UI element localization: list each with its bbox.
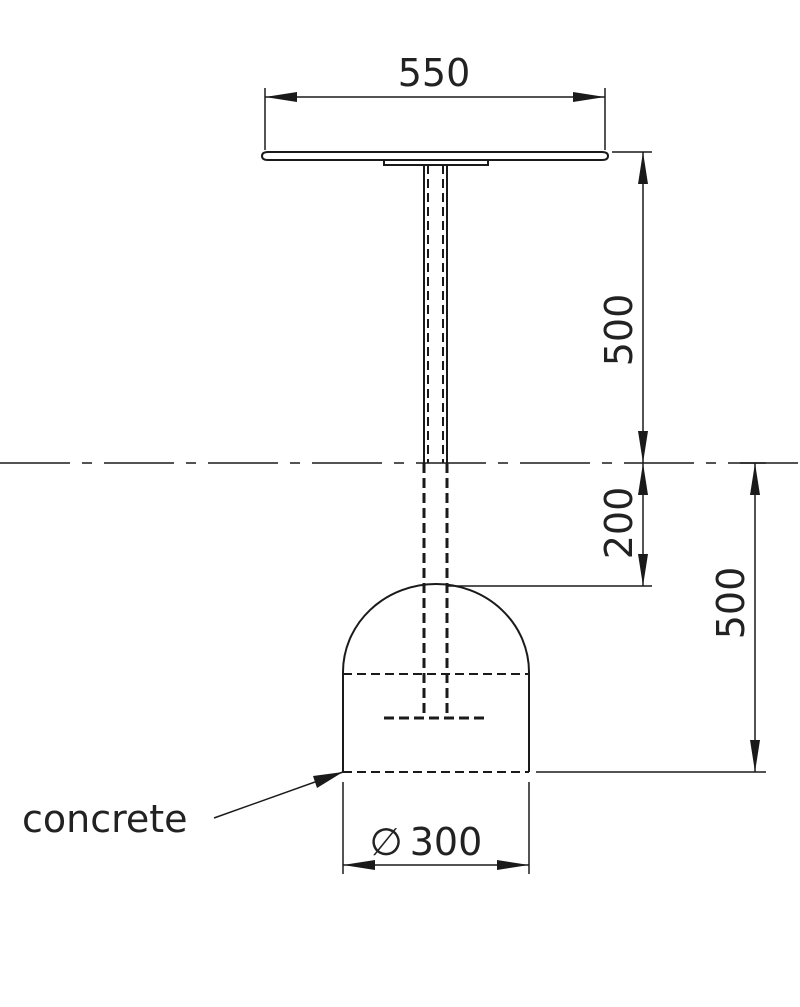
embedded-post — [384, 463, 488, 720]
table-post — [423, 165, 448, 463]
dimension-footing-diameter: ∅ 300 — [342, 782, 530, 874]
dim-label-500-footing: 500 — [709, 567, 753, 640]
dimension-footing-depth: 500 — [536, 462, 766, 773]
tabletop — [260, 151, 610, 166]
dim-label-200: 200 — [597, 487, 641, 560]
concrete-label: concrete — [22, 797, 188, 841]
dim-label-550: 550 — [398, 51, 471, 95]
dim-label-300: 300 — [410, 820, 483, 864]
concrete-footing — [342, 583, 530, 773]
dimension-embed-depth: 200 — [447, 463, 652, 587]
dimension-table-height: 500 — [597, 151, 652, 463]
concrete-leader: concrete — [22, 771, 344, 841]
dimension-tabletop-width: 550 — [264, 51, 606, 150]
diameter-symbol-icon: ∅ — [369, 820, 402, 864]
dim-label-500-top: 500 — [597, 294, 641, 367]
